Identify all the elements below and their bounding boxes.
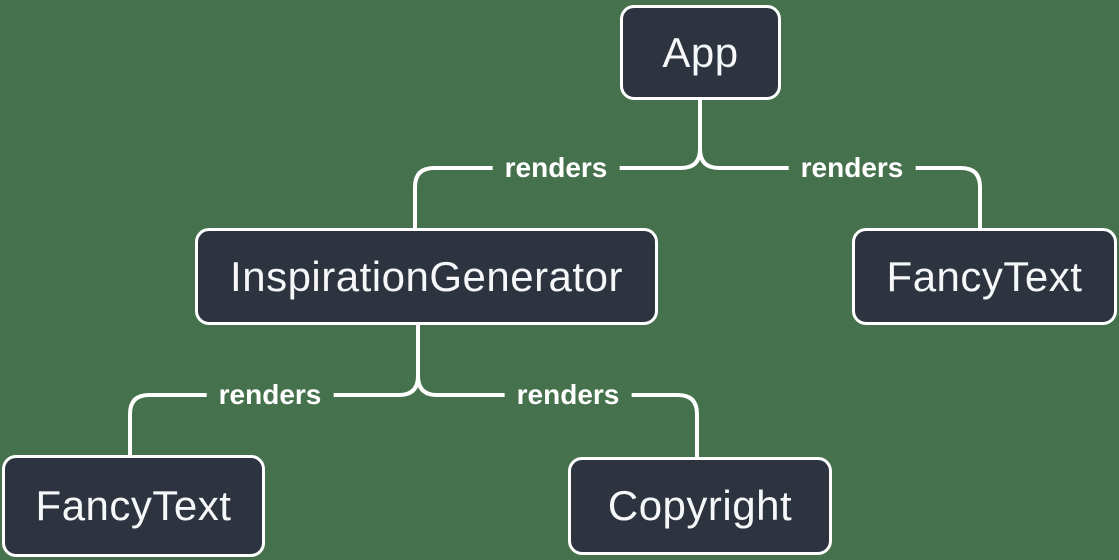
node-copyright-label: Copyright [607, 482, 793, 529]
edge-label-renders-app-inspirationgenerator: renders [492, 150, 620, 186]
edge-label-renders-inspirationgenerator-fancytext: renders [206, 377, 334, 413]
node-app-label: App [662, 28, 739, 76]
node-fancy-text-top: FancyText [852, 228, 1117, 325]
node-fancy-text-bottom: FancyText [2, 455, 265, 557]
node-fancy-text-top-label: FancyText [886, 252, 1083, 300]
node-copyright: Copyright [568, 457, 832, 555]
node-app: App [620, 5, 781, 100]
edge-label-renders-inspirationgenerator-copyright: renders [504, 377, 632, 413]
node-inspiration-generator-label: InspirationGenerator [230, 252, 623, 300]
node-inspiration-generator: InspirationGenerator [195, 228, 658, 325]
node-fancy-text-bottom-label: FancyText [35, 482, 232, 529]
edge-label-renders-app-fancytext: renders [788, 150, 916, 186]
